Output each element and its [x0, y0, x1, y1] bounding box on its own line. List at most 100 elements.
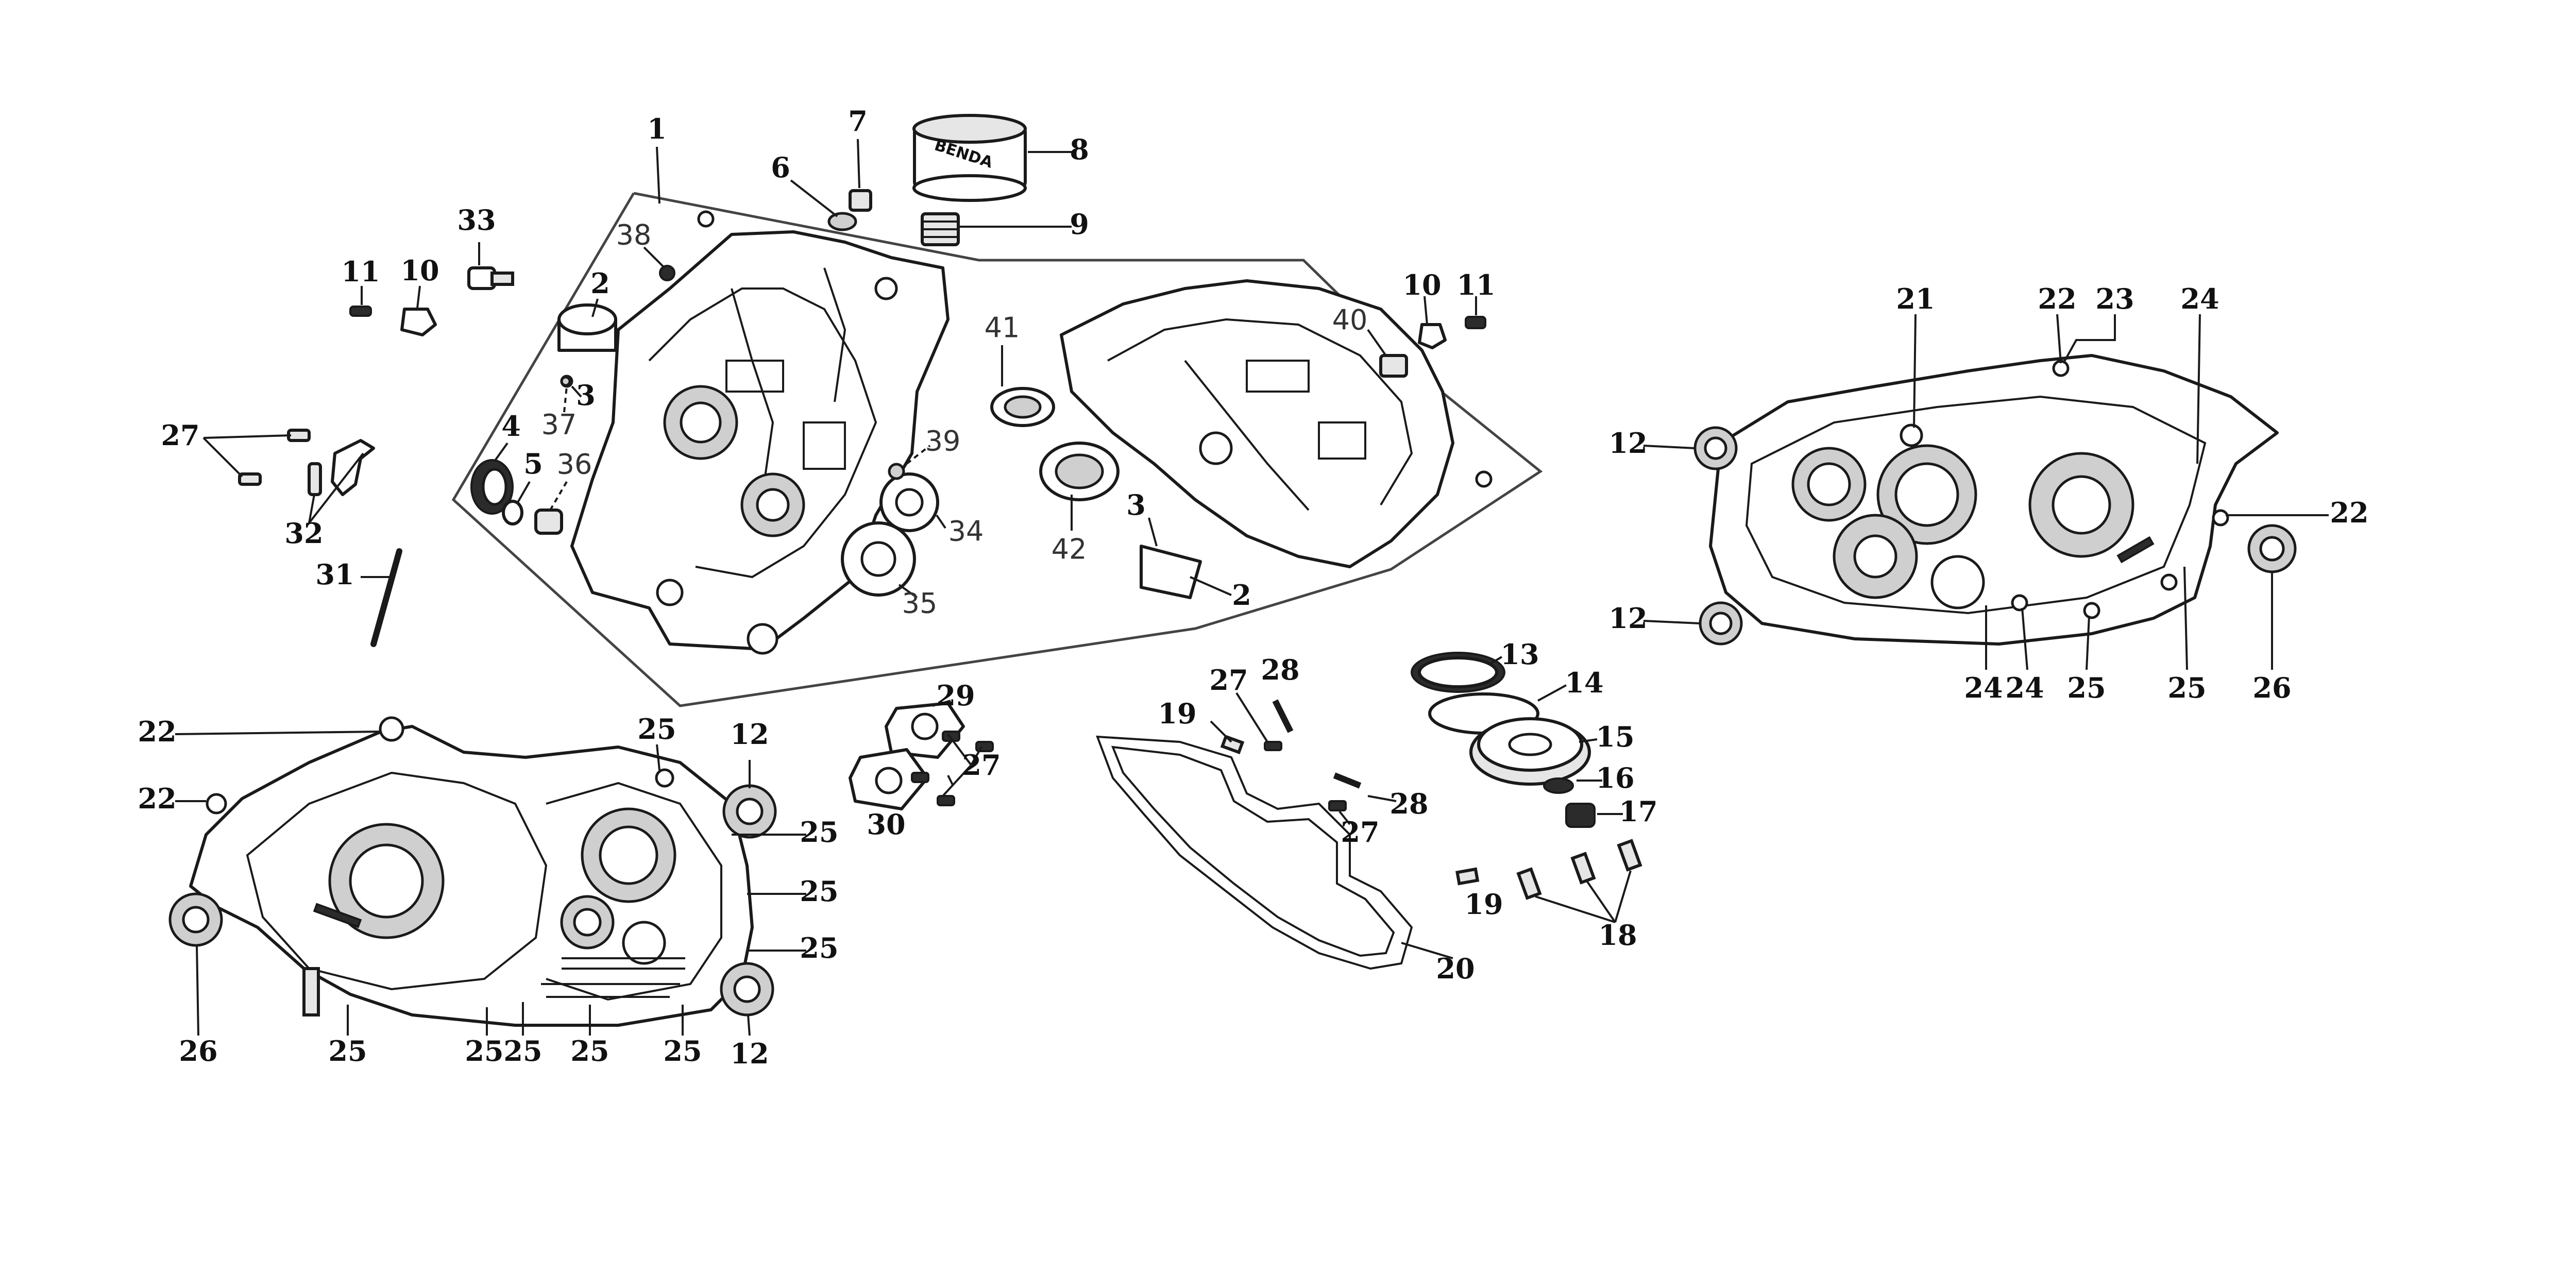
sensor-33 [467, 266, 514, 290]
clamp-10-left [400, 308, 437, 336]
callout-11-right: 11 [1456, 268, 1495, 301]
oil-filter: BENDA [912, 114, 1027, 202]
callout-28-top: 28 [1261, 653, 1299, 686]
callout-12-right-lower: 12 [1608, 602, 1647, 635]
callout-37: 37 [541, 409, 577, 441]
oil-screen-13 [1411, 652, 1505, 693]
pin-28-lower [1333, 772, 1362, 789]
callout-2-upper: 2 [590, 267, 610, 300]
assembly-group-outline [451, 192, 1543, 707]
bracket-32 [308, 439, 375, 496]
callout-29: 29 [936, 679, 975, 712]
callout-21: 21 [1896, 282, 1935, 315]
callout-5: 5 [523, 447, 543, 480]
bushing-2-upper [557, 303, 617, 352]
gasket-30 [849, 748, 929, 810]
callout-41: 41 [985, 312, 1020, 344]
leader-lines [175, 139, 2329, 1036]
callout-22-lower-b: 22 [138, 782, 176, 815]
callout-7: 7 [848, 105, 868, 138]
callout-25-lower-b2: 25 [465, 1035, 503, 1067]
bolts-27-center [911, 731, 994, 806]
callout-30: 30 [867, 808, 905, 841]
right-crankcase-half [1060, 279, 1493, 568]
callout-25-right-a: 25 [2067, 671, 2106, 704]
callout-6: 6 [771, 151, 790, 184]
callout-12-lower-bottom: 12 [730, 1037, 769, 1070]
sealing-washer [827, 212, 857, 231]
callout-18: 18 [1598, 919, 1637, 952]
oil-seal-4 [470, 459, 514, 515]
callout-13: 13 [1500, 638, 1539, 671]
callout-25-lower-b5: 25 [663, 1035, 702, 1067]
bolts-18 [1516, 839, 1642, 900]
callout-42: 42 [1052, 533, 1087, 566]
spring-16 [1543, 777, 1574, 794]
bearing-34 [879, 472, 939, 532]
callout-24-bottom-a: 24 [1964, 671, 2003, 704]
callout-33: 33 [457, 204, 496, 236]
callout-10-left: 10 [400, 254, 439, 287]
callout-10-right: 10 [1402, 268, 1441, 301]
right-crankcase-cover [1693, 354, 2297, 646]
rod-31 [370, 548, 402, 647]
callout-25-lower-b4: 25 [570, 1035, 609, 1067]
callout-4: 4 [501, 410, 521, 443]
callout-3-upper: 3 [576, 379, 596, 412]
callout-2-lower: 2 [1232, 579, 1251, 612]
bolt-11-right [1465, 316, 1486, 329]
callout-labels: 1 6 7 8 9 33 11 10 38 2 3 37 4 5 36 27 3… [138, 105, 2368, 1070]
callout-35: 35 [902, 587, 938, 620]
dowel-19-upper [1220, 734, 1245, 755]
callout-25-lower-r3: 25 [800, 931, 838, 964]
bearing-41 [990, 387, 1055, 427]
callout-38: 38 [616, 219, 652, 251]
pin-37 [560, 376, 571, 387]
callout-17: 17 [1619, 795, 1657, 828]
callout-40: 40 [1332, 304, 1368, 336]
callout-27-center: 27 [962, 749, 1001, 782]
callout-24-bottom-b: 24 [2005, 671, 2044, 704]
callout-26-right: 26 [2252, 671, 2291, 704]
callout-22-top: 22 [2038, 282, 2076, 315]
callout-22-right: 22 [2330, 496, 2368, 529]
callout-20: 20 [1436, 952, 1475, 985]
callout-25-lower-b3: 25 [503, 1035, 542, 1067]
dowel-19-lower [1455, 867, 1480, 886]
callout-25-lower-r1: 25 [800, 816, 838, 849]
drain-plug [849, 189, 872, 212]
callout-27-left: 27 [161, 419, 199, 452]
callout-34: 34 [948, 515, 984, 548]
callout-19-bottom: 19 [1464, 888, 1503, 921]
callout-23: 23 [2095, 282, 2134, 315]
clip-27-upper [1264, 741, 1282, 751]
plug-38 [659, 265, 675, 281]
callout-27-gasket-top: 27 [1209, 664, 1248, 697]
callout-39: 39 [925, 425, 961, 457]
callout-16: 16 [1596, 761, 1634, 794]
callout-27-mid: 27 [1341, 816, 1379, 849]
oil-pump-cover-15 [1469, 717, 1591, 786]
pin-28-upper [1272, 699, 1294, 733]
pin-39 [888, 463, 905, 480]
callout-25-lower-b1: 25 [328, 1035, 367, 1067]
callout-36: 36 [557, 448, 592, 481]
clip-40 [1379, 354, 1408, 378]
callout-24-top: 24 [2180, 282, 2219, 315]
callout-32: 32 [284, 517, 323, 550]
plug-17 [1565, 803, 1596, 828]
callout-22-lower-a: 22 [138, 715, 176, 748]
callout-19-top: 19 [1158, 697, 1196, 730]
clip-27-lower [1328, 800, 1347, 811]
bearing-42 [1039, 442, 1120, 501]
bushing-2-lower [1140, 545, 1202, 599]
callout-3-lower: 3 [1126, 488, 1146, 521]
bearing-35 [841, 521, 916, 597]
clamp-10-right [1418, 323, 1447, 349]
callout-25-lower-r2: 25 [800, 875, 838, 908]
callout-25-lower-top: 25 [637, 713, 676, 745]
callout-15: 15 [1596, 720, 1634, 753]
crankcase-gasket-20 [1096, 735, 1413, 970]
oil-filter-screen [921, 212, 960, 246]
